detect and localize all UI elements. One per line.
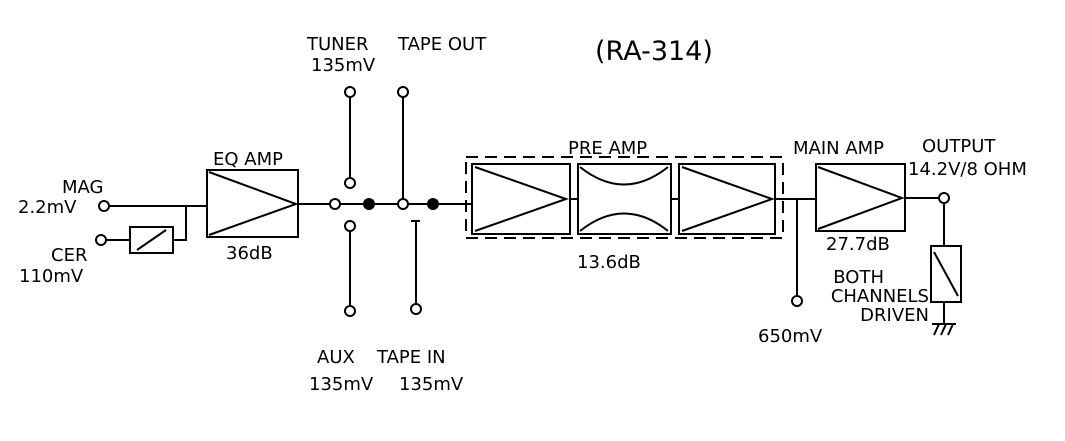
load-note-line-2: CHANNELS [831, 286, 929, 307]
aux-level: 135mV [309, 374, 374, 395]
tuner-label: TUNER [306, 34, 369, 55]
aux-switch-contact [344, 220, 356, 232]
cer-input-terminal [95, 234, 107, 246]
main-amp-gain: 27.7dB [826, 234, 890, 255]
tuner-terminal [344, 86, 356, 98]
pre-out-terminal [791, 295, 803, 307]
load-note-line-1: BOTH [833, 267, 884, 288]
pre-amp-tone-block [577, 163, 672, 235]
pre-amp-enclosure [465, 156, 784, 239]
tape-monitor-contact [397, 198, 409, 210]
output-terminal [938, 192, 950, 204]
ground-icon [932, 323, 956, 336]
aux-terminal [344, 305, 356, 317]
eq-amp-label: EQ AMP [213, 149, 283, 170]
eq-amp-gain: 36dB [226, 243, 273, 264]
pre-amp-label: PRE AMP [568, 138, 647, 159]
main-amp-block [815, 163, 906, 232]
load-resistor [930, 245, 962, 303]
cer-level: 110mV [19, 266, 84, 287]
tape-out-terminal [397, 86, 409, 98]
mag-input-terminal [98, 200, 110, 212]
main-amp-label: MAIN AMP [793, 138, 884, 159]
cer-attenuator [129, 226, 174, 254]
aux-label: AUX [317, 347, 355, 368]
output-label: OUTPUT [922, 136, 996, 157]
tuner-level: 135mV [311, 55, 376, 76]
tape-out-label: TAPE OUT [397, 34, 487, 55]
eq-amp-block [206, 169, 299, 238]
pre-amp-line-block [678, 163, 776, 235]
cer-join-wire [173, 206, 187, 241]
selector-junction-dot [363, 198, 375, 210]
selector-input-contact [329, 198, 341, 210]
tape-in-label: TAPE IN [376, 347, 446, 368]
model-title: (RA-314) [595, 36, 713, 67]
cer-label: CER [51, 245, 87, 266]
load-note-line-3: DRIVEN [860, 305, 929, 326]
mag-level: 2.2mV [18, 197, 77, 218]
output-level: 14.2V/8 OHM [908, 159, 1027, 180]
tape-in-level: 135mV [399, 374, 464, 395]
monitor-junction-dot [427, 198, 439, 210]
pre-out-level: 650mV [758, 326, 823, 347]
tuner-switch-contact [344, 177, 356, 189]
mag-label: MAG [62, 177, 103, 198]
pre-amp-gain: 13.6dB [577, 252, 641, 273]
tape-in-terminal [410, 303, 422, 315]
pre-amp-buffer-block [471, 163, 571, 235]
